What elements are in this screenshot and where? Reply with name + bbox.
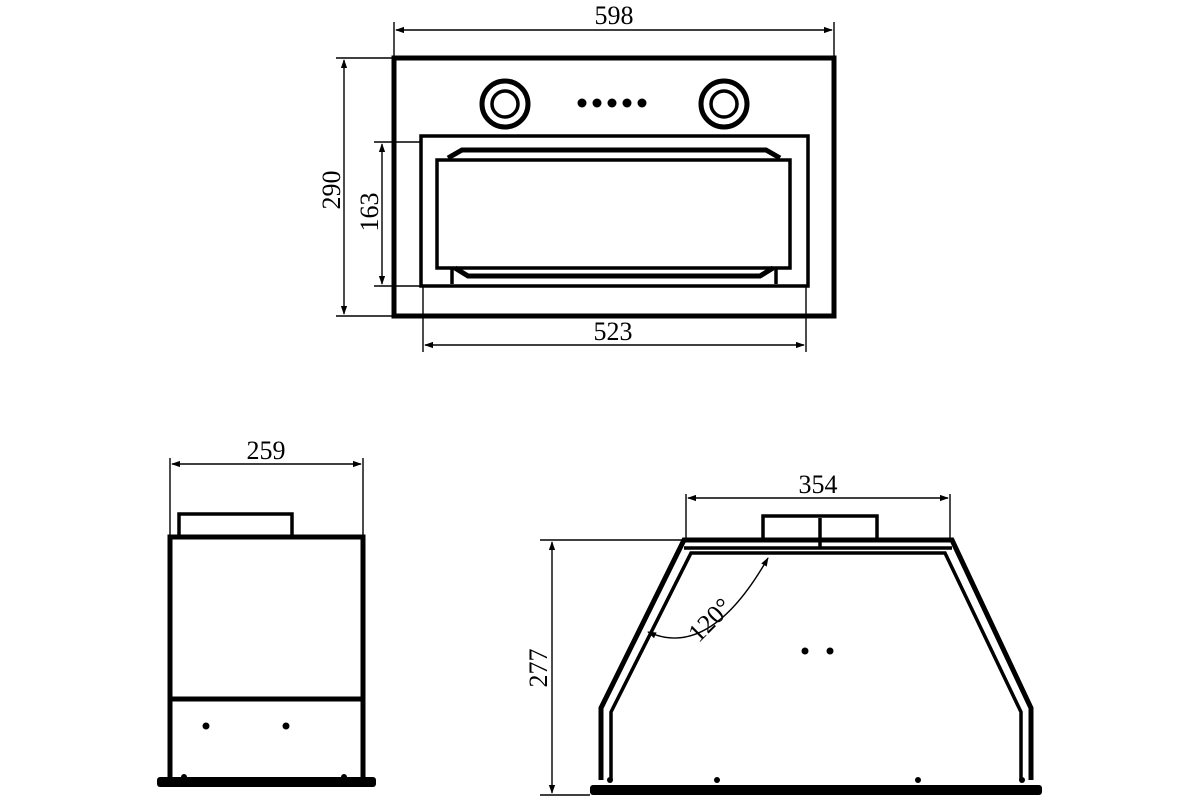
side-screw bbox=[282, 722, 290, 730]
side-view: 259 bbox=[157, 436, 376, 787]
dimension-259: 259 bbox=[169, 436, 364, 537]
dim-598-label: 598 bbox=[595, 1, 634, 30]
dimension-523: 523 bbox=[422, 286, 807, 352]
profile-foot-dot bbox=[607, 777, 613, 783]
control-button bbox=[622, 98, 632, 108]
side-duct-collar bbox=[177, 512, 294, 536]
front-outer-body bbox=[391, 55, 837, 319]
dim-523-label: 523 bbox=[594, 317, 633, 346]
control-button bbox=[607, 98, 617, 108]
angle-120-label: 120° bbox=[682, 592, 737, 647]
control-buttons bbox=[577, 98, 647, 108]
control-button bbox=[577, 98, 587, 108]
profile-foot-dot bbox=[1019, 777, 1025, 783]
side-screw bbox=[202, 722, 210, 730]
dim-277-label: 277 bbox=[524, 649, 553, 688]
profile-outer-outline bbox=[598, 537, 1034, 780]
dimension-598: 598 bbox=[393, 1, 835, 58]
side-body bbox=[167, 534, 366, 783]
filter-top-rail bbox=[446, 147, 782, 161]
front-view: 598 290 163 523 bbox=[317, 1, 837, 352]
front-inner-frame bbox=[419, 134, 810, 288]
profile-foot-dot bbox=[915, 777, 921, 783]
side-foot-dot bbox=[341, 774, 347, 780]
dim-163-label: 163 bbox=[355, 193, 384, 232]
control-button bbox=[637, 98, 647, 108]
front-filter-panel bbox=[435, 158, 792, 270]
dimension-354: 354 bbox=[685, 470, 951, 540]
profile-duct-collar bbox=[761, 514, 879, 540]
profile-inner-outline bbox=[609, 551, 1023, 780]
left-light-icon bbox=[479, 78, 531, 130]
right-light-icon bbox=[698, 78, 750, 130]
dim-354-label: 354 bbox=[799, 470, 838, 499]
profile-dot bbox=[801, 647, 809, 655]
filter-bottom-rail bbox=[453, 265, 775, 279]
side-foot-dot bbox=[181, 774, 187, 780]
dimension-163: 163 bbox=[355, 141, 421, 287]
dim-259-label: 259 bbox=[247, 436, 286, 465]
control-button bbox=[592, 98, 602, 108]
profile-dot bbox=[826, 647, 834, 655]
profile-foot-dot bbox=[714, 777, 720, 783]
dim-290-label: 290 bbox=[317, 171, 346, 210]
side-base-plate bbox=[157, 777, 376, 787]
dimension-290: 290 bbox=[317, 57, 394, 317]
dimension-277: 277 bbox=[524, 539, 684, 796]
profile-base-plate bbox=[590, 785, 1042, 795]
profile-view: 354 277 120° bbox=[524, 470, 1042, 796]
